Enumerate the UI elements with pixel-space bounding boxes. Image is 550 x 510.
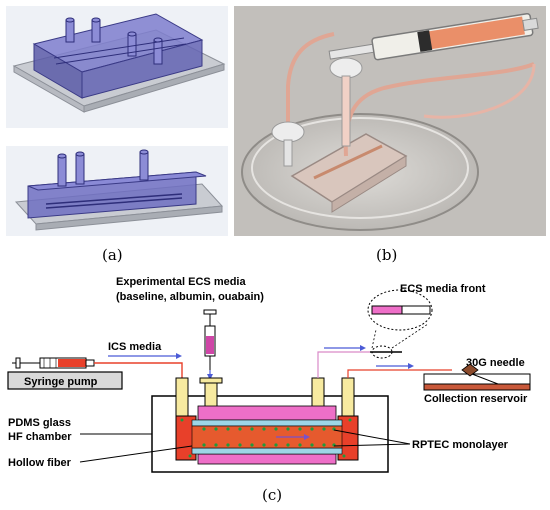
rptec-cells [180, 418, 352, 458]
lumen-flow-arrow [276, 434, 310, 440]
syringe-pump-box [7, 371, 123, 390]
ecs-media-front-label: ECS media front [400, 283, 486, 295]
ics-media-label: ICS media [108, 341, 162, 353]
fiber-wall-bottom [191, 447, 343, 455]
hollow-fiber-label: Hollow fiber [8, 457, 72, 469]
ecs-compartment-top [197, 405, 337, 421]
magnify-circle-large [367, 289, 433, 331]
port-ics-inlet [175, 377, 189, 419]
experimental-media-label: Experimental ECS media [116, 276, 246, 288]
port-ics-outlet [341, 377, 355, 419]
cad-render-side [6, 146, 228, 236]
outlet-flow-arrow-2 [376, 363, 414, 369]
ecs-syringe-icon [203, 309, 217, 370]
chamber-label-line2: HF chamber [8, 431, 72, 443]
experimental-media-sublabel: (baseline, albumin, ouabain) [116, 291, 264, 303]
ecs-inlet-arrow [207, 370, 213, 380]
schematic-diagram: Experimental ECS media (baseline, albumi… [0, 270, 550, 510]
panel-label-a: (a) [102, 246, 123, 264]
cad-render-top [6, 6, 228, 128]
ics-flow-arrow [108, 353, 182, 359]
collection-reservoir-base [423, 383, 531, 391]
hollow-fiber-lumen [191, 425, 343, 449]
panel-label-c: (c) [262, 486, 282, 504]
fiber-wall-top [191, 419, 343, 427]
syringe-pump-label: Syringe pump [24, 376, 98, 388]
media-front-tube [371, 305, 431, 315]
pump-syringe-icon [12, 357, 95, 369]
needle-icon [461, 363, 499, 385]
rptec-monolayer-label: RPTEC monolayer [412, 439, 509, 451]
panel-label-b: (b) [376, 246, 398, 264]
device-photo [234, 6, 546, 236]
needle-label: 30G needle [466, 357, 525, 369]
ecs-compartment-bottom [197, 453, 337, 465]
collection-reservoir-label: Collection reservoir [424, 393, 528, 405]
chamber-label-line1: PDMS glass [8, 417, 71, 429]
outlet-flow-arrow-1 [324, 345, 366, 351]
